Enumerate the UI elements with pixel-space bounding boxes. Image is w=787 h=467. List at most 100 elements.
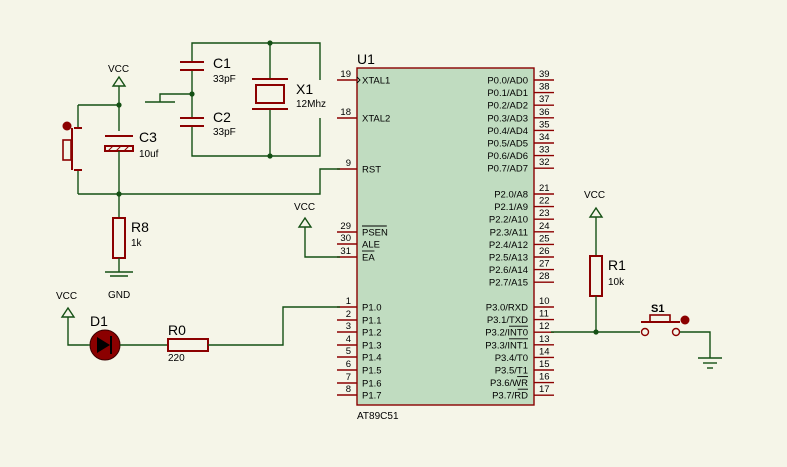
junction-caps [189, 91, 195, 97]
pin-name: P3.4/T0 [495, 353, 528, 364]
pin-name: P1.6 [362, 379, 382, 390]
pin-number: 27 [539, 259, 550, 270]
pin-number: 19 [340, 69, 351, 80]
wire-ea-vcc [304, 227, 340, 258]
capacitor-c3 [104, 135, 134, 152]
pin-number: 24 [539, 221, 550, 232]
s1-ref: S1 [651, 303, 664, 315]
d1-ref: D1 [90, 313, 108, 329]
pin-name: P3.5/T1 [495, 366, 528, 377]
pin-number: 11 [539, 309, 549, 320]
reset-circuit: VCC C3 10uf [62, 64, 340, 301]
int0-button-circuit [551, 206, 722, 369]
reset-pushbutton [62, 105, 82, 194]
junction-int0 [593, 329, 599, 335]
junction-x1-bottom [267, 153, 273, 159]
wire-xtal2-bottom [191, 118, 321, 157]
wire-led-vcc [67, 317, 88, 346]
pin-number: 16 [539, 372, 550, 383]
pin-number: 7 [346, 372, 351, 383]
pin-name: P2.0/A8 [494, 190, 528, 201]
capacitor-c1 [180, 61, 204, 71]
c1-ref: C1 [213, 55, 231, 71]
junction-x1-top [267, 40, 273, 46]
wire-rst [78, 168, 340, 195]
pin-p1-1: 2P1.1 [337, 309, 382, 327]
pin-name: EA [362, 253, 375, 264]
ground-symbol-s1 [698, 357, 722, 369]
pin-p1-5: 6P1.5 [337, 359, 382, 377]
pin-number: 36 [539, 107, 550, 118]
pin-p1-7: 8P1.7 [337, 384, 382, 402]
pin-number: 10 [539, 296, 550, 307]
pin-name: P0.1/AD1 [487, 88, 528, 99]
c1-value: 33pF [213, 74, 236, 85]
pin-number: 13 [539, 334, 550, 345]
wire-xtal1-top [191, 42, 321, 80]
pin-number: 31 [340, 246, 351, 257]
ea-vcc-circuit [297, 216, 340, 258]
pin-name: P3.2/INT0 [485, 328, 528, 339]
pin-name: P0.7/AD7 [487, 164, 528, 175]
pin-name: P2.2/A10 [489, 215, 528, 226]
pin-name: ALE [362, 240, 380, 251]
pin-number: 15 [539, 359, 550, 370]
r8-ref: R8 [131, 219, 149, 235]
pin-number: 26 [539, 246, 550, 257]
pin-number: 34 [539, 132, 550, 143]
r1-value: 10k [608, 277, 625, 288]
crystal-circuit: C1 33pF C2 33pF X1 12Mhz [145, 40, 326, 159]
resistor-r0 [167, 338, 209, 352]
pin-number: 35 [539, 119, 550, 130]
pin-p1-6: 7P1.6 [337, 372, 382, 390]
led-d1 [88, 329, 168, 361]
pin-name: P1.5 [362, 366, 382, 377]
pin-name: XTAL1 [362, 76, 390, 87]
chip-right-pins: 39P0.0/AD038P0.1/AD137P0.2/AD236P0.3/AD3… [485, 69, 554, 402]
pin-number: 23 [539, 208, 550, 219]
chip-ref: U1 [357, 51, 375, 67]
pin-number: 28 [539, 271, 550, 282]
chip-part: AT89C51 [357, 411, 399, 422]
pin-name: P2.5/A13 [489, 253, 528, 264]
pin-number: 2 [346, 309, 351, 320]
c3-ref: C3 [139, 129, 157, 145]
pin-number: 4 [346, 334, 351, 345]
pin-number: 21 [539, 183, 550, 194]
pin-number: 12 [539, 321, 550, 332]
pin-number: 6 [346, 359, 351, 370]
pin-number: 32 [539, 157, 550, 168]
pin-name: P2.3/A11 [490, 227, 528, 238]
pin-name: P0.5/AD5 [487, 139, 528, 150]
pin-name: P3.7/RD [492, 391, 528, 402]
pin-number: 22 [539, 196, 550, 207]
pin-name: P3.0/RXD [486, 303, 528, 314]
wire-cap-gnd [159, 93, 192, 102]
pin-name: P3.3/INT1 [485, 340, 528, 351]
pin-number: 25 [539, 233, 550, 244]
pin-name: P1.7 [362, 391, 382, 402]
pin-number: 33 [539, 145, 550, 156]
pin-p1-0: 1P1.0 [337, 296, 382, 314]
resistor-r1 [589, 255, 603, 297]
pin-name: P2.6/A14 [489, 265, 528, 276]
pin-name: P1.1 [362, 316, 382, 327]
pin-number: 5 [346, 346, 351, 357]
led-circuit [60, 306, 340, 361]
vcc-label-led: VCC [56, 291, 77, 302]
pin-number: 37 [539, 94, 550, 105]
